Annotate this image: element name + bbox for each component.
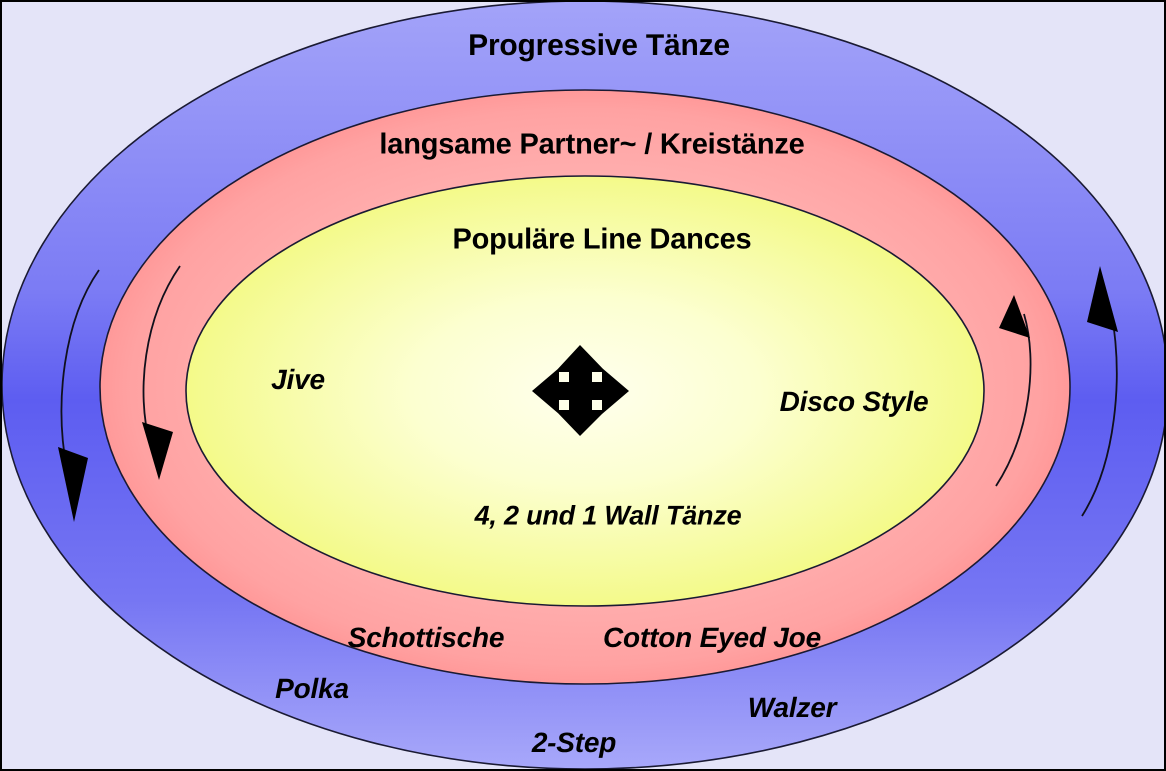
ring-title-outer: Progressive Tänze xyxy=(468,29,730,62)
dance-label-jive: Jive xyxy=(271,364,325,395)
middle-right-rotation-arrow xyxy=(995,295,1032,487)
middle-left-rotation-arrow xyxy=(142,265,181,480)
outer-right-rotation-arrow xyxy=(1081,266,1118,517)
dance-label-cotton-eyed-joe: Cotton Eyed Joe xyxy=(603,622,821,653)
dance-label-schottische: Schottische xyxy=(347,622,505,653)
dance-label-disco-style: Disco Style xyxy=(779,386,929,417)
dance-label-polka: Polka xyxy=(275,673,349,704)
outer-left-rotation-arrow xyxy=(58,269,100,522)
dance-label-2-step: 2-Step xyxy=(531,727,617,758)
dance-label-walzer: Walzer xyxy=(747,692,837,723)
dance-label-wall-tanze: 4, 2 und 1 Wall Tänze xyxy=(474,500,742,531)
ring-title-middle: langsame Partner~ / Kreistänze xyxy=(379,128,805,161)
four-way-move-arrow-icon[interactable] xyxy=(532,345,629,436)
ring-title-inner: Populäre Line Dances xyxy=(452,223,752,256)
